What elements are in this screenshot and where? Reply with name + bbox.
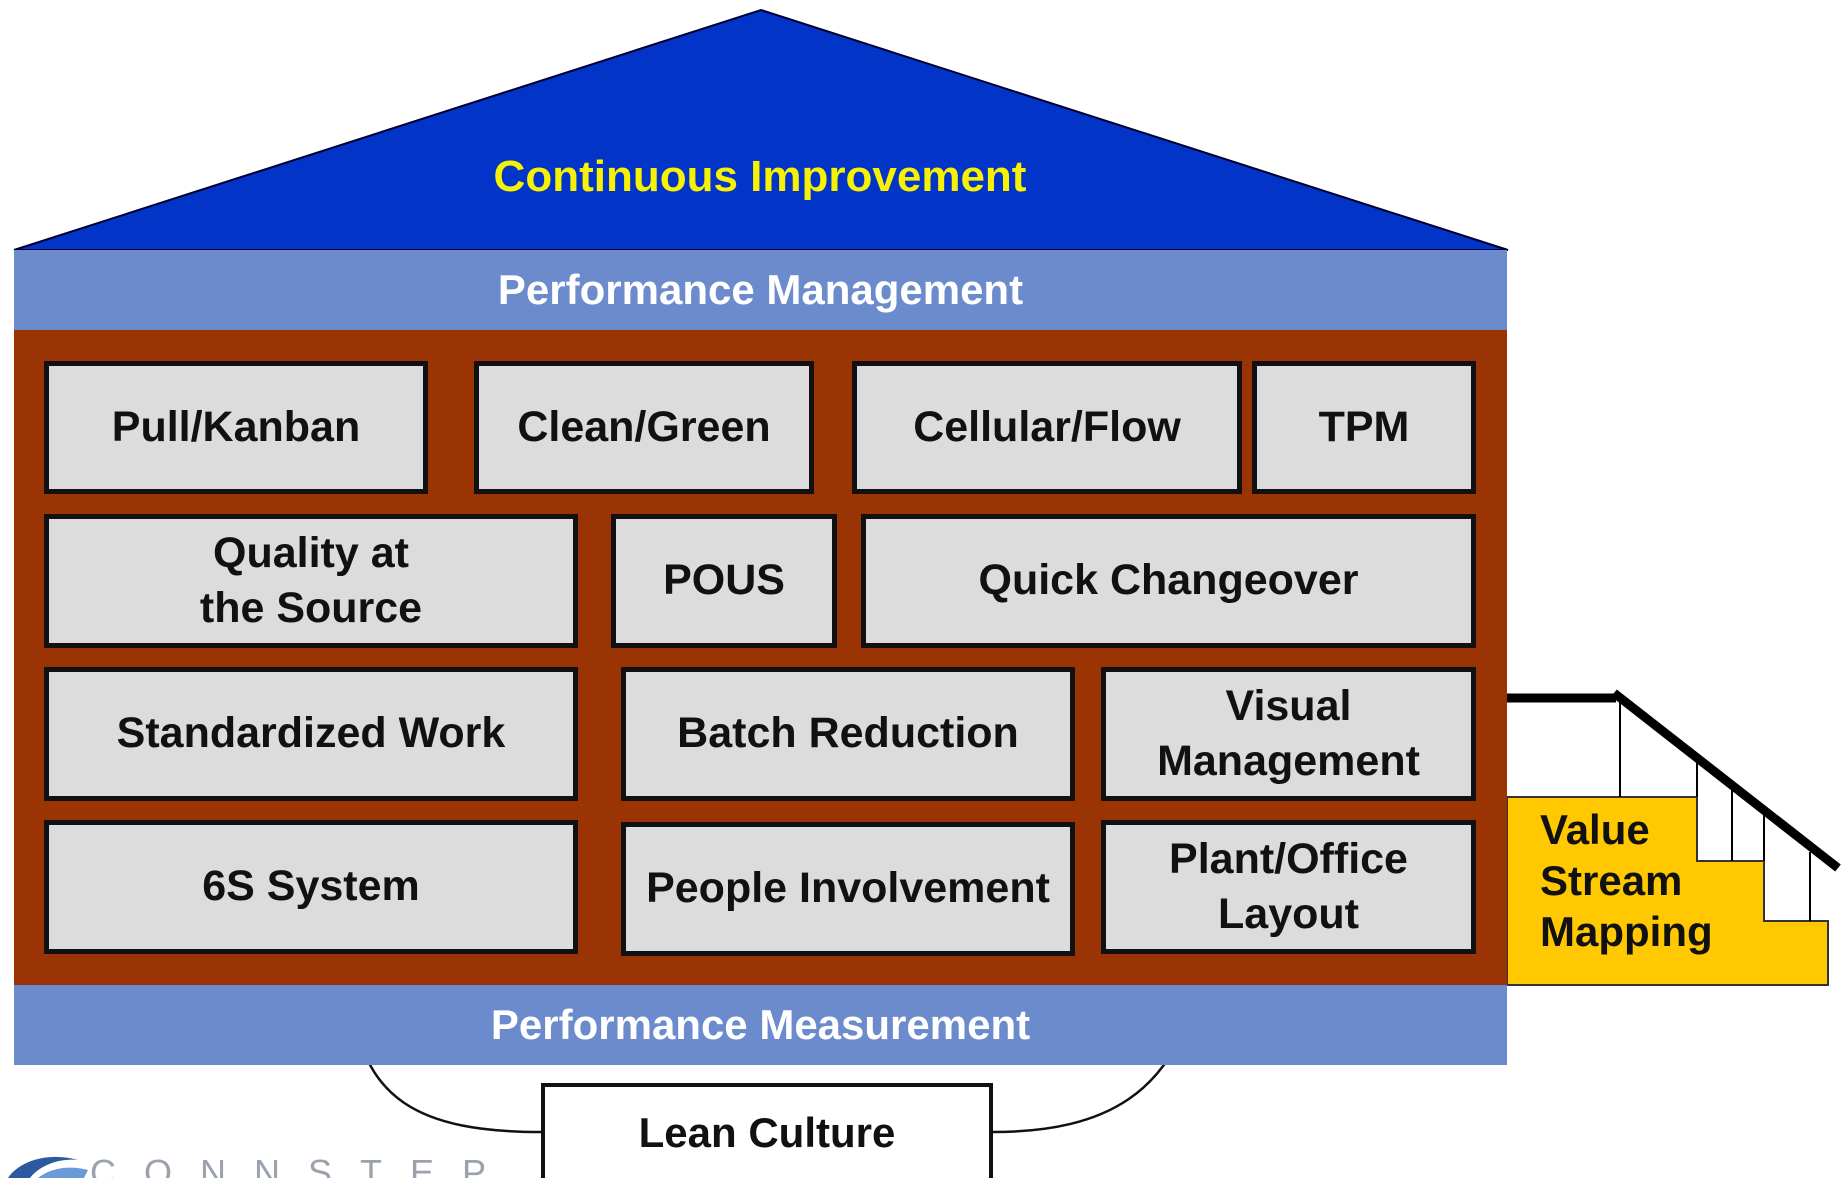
pillar-pous: POUS — [611, 514, 837, 648]
lean-culture-box: Lean Culture — [541, 1083, 993, 1178]
performance-management-band: Performance Management — [14, 250, 1507, 330]
stairs-shape — [1506, 796, 1829, 986]
company-logo: CONNSTEP — [0, 1150, 520, 1178]
stair-rail-slope — [1611, 689, 1841, 872]
pillar-batch-reduction: Batch Reduction — [621, 667, 1075, 801]
pillar-clean-green: Clean/Green — [474, 361, 814, 494]
pillar-quality-at-source: Quality at the Source — [44, 514, 578, 648]
roof-title: Continuous Improvement — [493, 152, 1027, 201]
roof-shape — [13, 8, 1509, 251]
value-stream-mapping-label: Value Stream Mapping — [1540, 806, 1713, 956]
pillar-standardized-work: Standardized Work — [44, 667, 578, 801]
pillar-visual-management: Visual Management — [1101, 667, 1476, 801]
pillar-quick-changeover: Quick Changeover — [861, 514, 1476, 648]
swirl-logo-icon — [8, 1156, 78, 1178]
lean-culture-label: Lean Culture — [638, 1108, 896, 1156]
pillar-pull-kanban: Pull/Kanban — [44, 361, 428, 494]
logo-text: CONNSTEP — [90, 1152, 515, 1178]
pillar-6s-system: 6S System — [44, 820, 578, 954]
pillar-plant-office-layout: Plant/Office Layout — [1101, 820, 1476, 954]
pillar-people-involvement: People Involvement — [621, 822, 1075, 956]
pillar-tpm: TPM — [1252, 361, 1476, 494]
pillar-cellular-flow: Cellular/Flow — [852, 361, 1242, 494]
performance-measurement-band: Performance Measurement — [14, 985, 1507, 1065]
